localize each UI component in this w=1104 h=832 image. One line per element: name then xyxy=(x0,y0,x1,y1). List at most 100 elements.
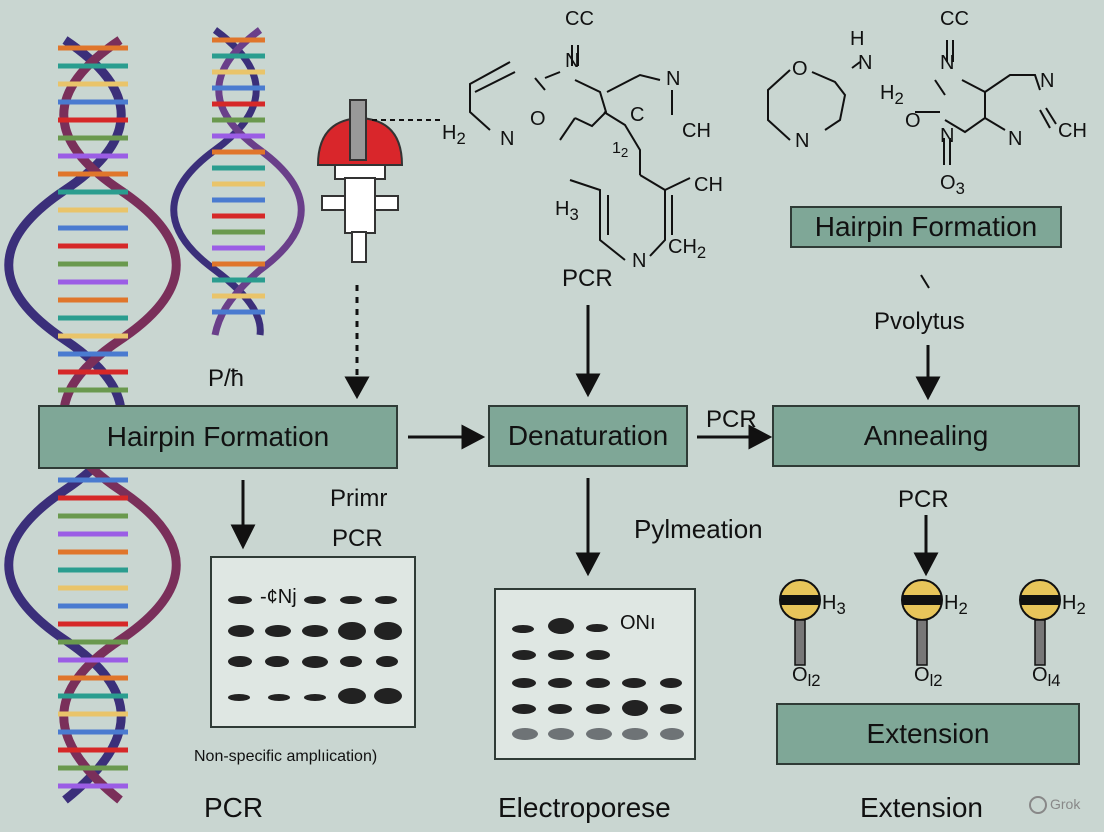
gel-band xyxy=(340,656,362,667)
molecule-3-o-label: Ol4 xyxy=(1032,664,1061,690)
gel-band xyxy=(586,650,610,660)
gel-band xyxy=(660,704,682,714)
primr-label: Primr xyxy=(330,485,388,512)
chem-h3: H3 xyxy=(555,198,579,224)
gel-band xyxy=(304,596,326,604)
chem-o: O xyxy=(905,110,921,132)
molecule-bead-2 xyxy=(901,579,943,666)
gel-band xyxy=(586,678,610,688)
gel-band xyxy=(622,728,648,740)
gel-band xyxy=(548,678,572,688)
denaturation-box: Denaturation xyxy=(488,405,688,467)
chem-c: C xyxy=(630,104,645,126)
chem-ch2: CH2 xyxy=(668,236,707,262)
chem-h: H xyxy=(850,28,865,50)
hairpin-formation-box-left: Hairpin Formation xyxy=(38,405,398,469)
gel-band xyxy=(548,728,574,740)
gel-band xyxy=(374,688,402,704)
gel-band xyxy=(228,694,250,701)
bottom-pcr-label: PCR xyxy=(204,792,264,823)
gel-band xyxy=(660,728,684,740)
molecule-1-h-label: H3 xyxy=(822,592,846,618)
pcr-under-primr-label: PCR xyxy=(332,525,383,552)
gel-band xyxy=(338,688,366,704)
gel-band xyxy=(512,704,536,714)
gel-band xyxy=(268,694,290,701)
chem-ch: CH xyxy=(682,120,711,142)
grok-watermark: Grok xyxy=(1050,796,1081,812)
pcr-label-top-center: PCR xyxy=(562,265,613,292)
chem-n: N xyxy=(940,52,955,74)
annealing-label: Annealing xyxy=(863,420,989,451)
chem-ch: CH xyxy=(694,174,723,196)
extension-box: Extension xyxy=(776,703,1080,765)
chem-n: N xyxy=(795,130,810,152)
gel-center-label: ONı xyxy=(620,612,656,634)
gel-band xyxy=(375,596,397,604)
chem-n: N xyxy=(940,125,955,147)
chem-n: N xyxy=(666,68,681,90)
gel-band xyxy=(586,624,608,632)
chem-h2: H2 xyxy=(880,82,904,108)
gel-band xyxy=(340,596,362,604)
molecule-2-h-label: H2 xyxy=(944,592,968,618)
gel-band xyxy=(660,678,682,688)
chem-12: 12 xyxy=(612,140,629,161)
chem-h2: H2 xyxy=(442,122,466,148)
molecule-3-h-label: H2 xyxy=(1062,592,1086,618)
gel-band xyxy=(302,625,328,637)
gel-band xyxy=(265,625,291,637)
gel-band xyxy=(622,678,646,688)
chem-n: N xyxy=(500,128,515,150)
chem-cc: CC xyxy=(565,8,594,30)
chem-n: N xyxy=(1040,70,1055,92)
gel-band xyxy=(228,625,254,637)
p-h-label: P/ħ xyxy=(208,365,245,392)
extension-box-label: Extension xyxy=(866,718,990,749)
molecule-right-bonds xyxy=(767,40,1057,165)
non-specific-label: Non-specific amplıication) xyxy=(194,748,378,765)
pvolytus-label: Pvolytus xyxy=(874,308,965,335)
gel-band xyxy=(302,656,328,668)
molecule-center-bonds xyxy=(469,45,691,261)
pcr-label-right: PCR xyxy=(898,486,949,513)
hairpin-formation-label-top: Hairpin Formation xyxy=(814,211,1038,242)
hairpin-formation-box-top: Hairpin Formation xyxy=(790,206,1062,248)
denaturation-label: Denaturation xyxy=(507,420,669,451)
molecule-bead-3 xyxy=(1019,579,1061,666)
pipette-icon xyxy=(316,99,440,263)
hairpin-formation-label-left: Hairpin Formation xyxy=(106,421,330,452)
gel-band xyxy=(548,618,574,634)
gel-band xyxy=(512,678,536,688)
gel-band xyxy=(374,622,402,640)
chem-cc: CC xyxy=(940,8,969,30)
chem-n: N xyxy=(632,250,647,272)
gel-band xyxy=(265,656,289,667)
bottom-electroporese-label: Electroporese xyxy=(498,792,671,823)
gel-band xyxy=(548,650,574,660)
gel-band xyxy=(338,622,366,640)
chem-n: N xyxy=(565,50,580,72)
flow-arrows xyxy=(230,274,941,577)
gel-band xyxy=(228,596,252,604)
gel-band xyxy=(548,704,572,714)
extension-molecules xyxy=(779,579,1061,666)
pcr-arrow-label: PCR xyxy=(706,406,757,433)
chem-n: N xyxy=(858,52,873,74)
molecule-1-o-label: Ol2 xyxy=(792,664,821,690)
chem-o: O xyxy=(792,58,808,80)
grok-logo-icon xyxy=(1029,796,1047,814)
annealing-box: Annealing xyxy=(772,405,1080,467)
gel-left-label: -¢Nj xyxy=(260,586,297,608)
gel-band xyxy=(512,625,534,633)
dna-helix-small xyxy=(170,27,305,336)
chem-o: O xyxy=(530,108,546,130)
gel-band xyxy=(586,704,610,714)
molecule-bead-1 xyxy=(779,579,821,666)
chem-o3: O3 xyxy=(940,172,965,198)
gel-band xyxy=(228,656,252,667)
molecule-2-o-label: Ol2 xyxy=(914,664,943,690)
bottom-extension-label: Extension xyxy=(860,792,983,823)
gel-band xyxy=(512,650,536,660)
chem-n: N xyxy=(1008,128,1023,150)
